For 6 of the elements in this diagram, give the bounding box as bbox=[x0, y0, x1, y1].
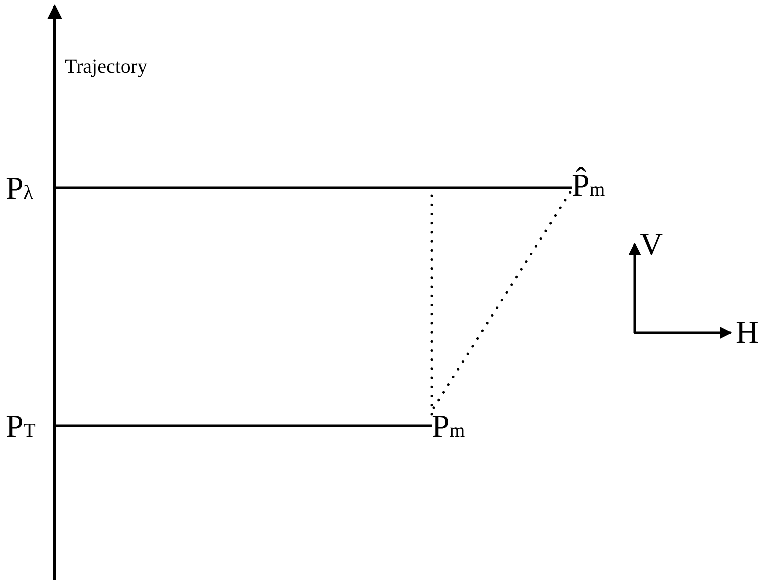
line bbox=[55, 186, 572, 190]
axis-label: Trajectory bbox=[65, 56, 148, 79]
line bbox=[55, 424, 432, 428]
dotted-line bbox=[432, 188, 574, 410]
direction-label: H bbox=[736, 314, 760, 351]
direction-label: V bbox=[640, 226, 664, 263]
